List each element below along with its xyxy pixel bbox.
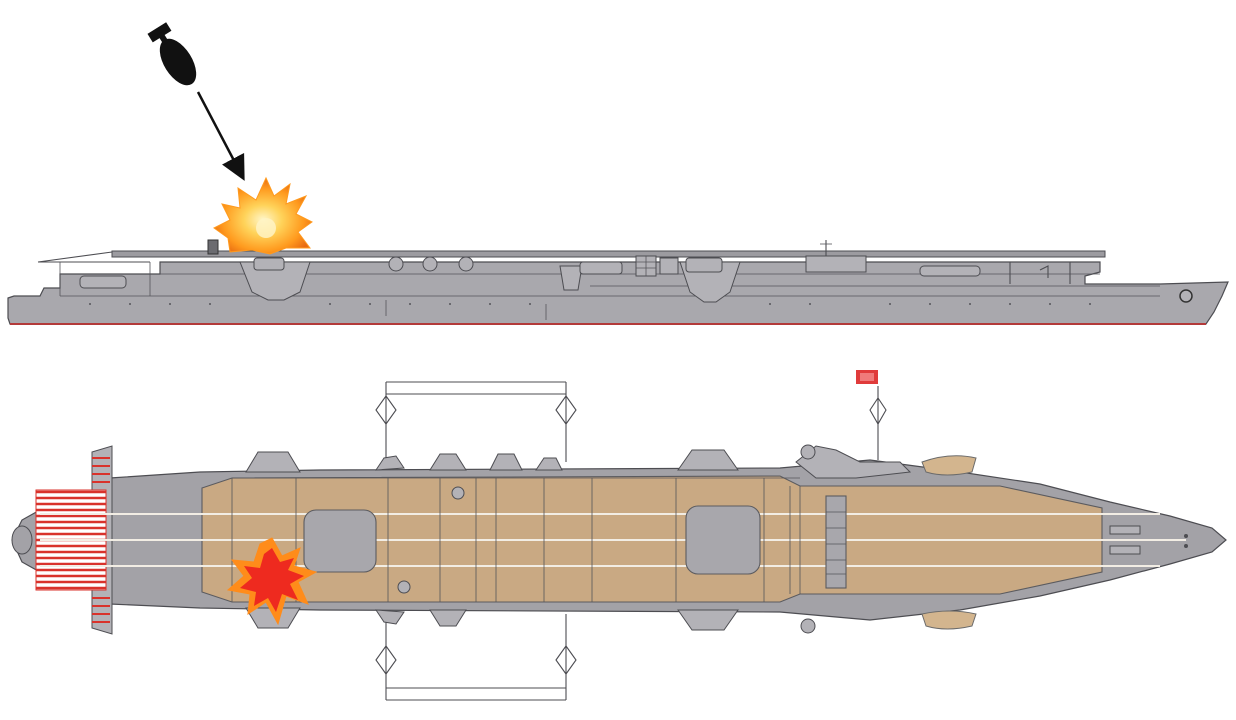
top-radio-masts [375,381,577,701]
side-anchor [1179,289,1193,303]
side-aa-guns [79,255,981,289]
side-impact-explosion [213,176,313,255]
side-profile-view [7,239,1229,325]
side-bridge [805,240,867,273]
top-island [795,444,912,634]
top-boat-port [921,610,977,630]
top-deck-stripes [40,513,1186,567]
top-fwd-elevator [825,495,847,589]
side-portholes [89,303,1091,305]
top-bow-fittings [1109,525,1141,555]
top-boat-starboard [921,455,977,476]
side-sponson-1 [239,261,311,301]
side-funnel [207,239,219,255]
top-sponsons [245,449,739,631]
bomb-trajectory-arrow [196,91,245,181]
falling-bomb [147,22,197,86]
deck-impact-explosion [226,537,318,626]
top-mid-elevator [685,505,761,575]
top-aft-elevator [303,509,377,573]
plan-view [11,370,1227,701]
top-flag-mast [856,370,887,460]
